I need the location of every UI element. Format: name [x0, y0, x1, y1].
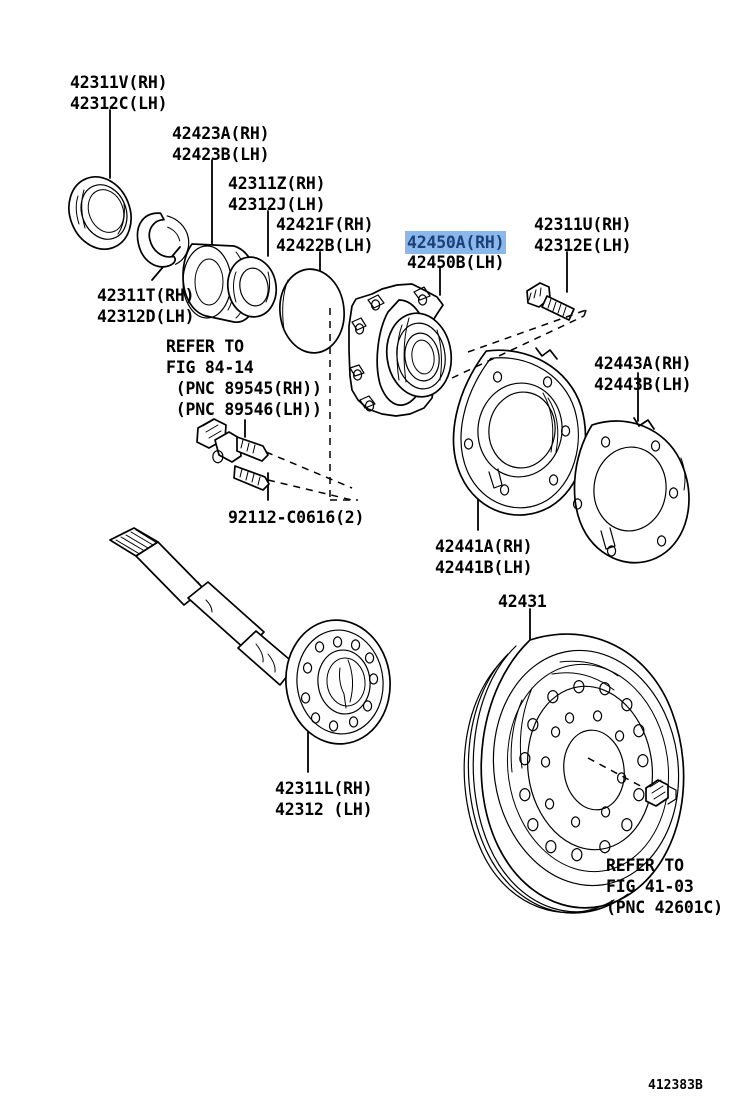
part-label-42311T: 42311T(RH)	[97, 286, 195, 305]
part-label-42450A[interactable]: 42450A(RH)	[405, 231, 507, 254]
part-label-42311U: 42312E(LH)	[534, 236, 632, 255]
part-42431-brake-disc	[463, 633, 685, 914]
part-label-42311L: 42312 (LH)	[275, 800, 373, 819]
part-42450A-hub-bearing-assembly	[348, 283, 453, 417]
part-label-42450B: 42450B(LH)	[407, 253, 505, 272]
part-label-92112-C0616: 92112-C0616(2)	[228, 508, 365, 527]
part-label-refer-41-03: (PNC 42601C)	[606, 898, 723, 917]
part-label-42311V: 42311V(RH)	[70, 73, 168, 92]
part-label-42441A: 42441A(RH)	[435, 537, 533, 556]
part-label-refer-84-14: (PNC 89546(LH))	[166, 400, 322, 419]
part-label-refer-84-14: FIG 84-14	[166, 358, 254, 377]
assembly-guide-lines	[265, 308, 587, 501]
part-label-refer-41-03: FIG 41-03	[606, 877, 694, 896]
part-label-42311T: 42312D(LH)	[97, 307, 195, 326]
part-42311V-oil-seal	[68, 176, 132, 250]
part-label-42443A: 42443A(RH)	[594, 354, 692, 373]
part-label-42311Z: 42312J(LH)	[228, 195, 326, 214]
part-label-42423A: 42423B(LH)	[172, 145, 270, 164]
part-label-42311U: 42311U(RH)	[534, 215, 632, 234]
part-42441A-backing-plate	[452, 347, 587, 516]
part-label-42441A: 42441B(LH)	[435, 558, 533, 577]
part-42443A-gasket-plate	[572, 417, 690, 564]
part-rotor-screw	[587, 757, 677, 807]
part-label-42311L: 42311L(RH)	[275, 779, 373, 798]
part-label-refer-41-03: REFER TO	[606, 856, 684, 875]
part-42311T-snap-ring	[136, 212, 190, 268]
part-label-refer-84-14: REFER TO	[166, 337, 244, 356]
part-label-42421F: 42422B(LH)	[276, 236, 374, 255]
part-42421F-seal-cap	[279, 268, 345, 354]
part-label-42423A: 42423A(RH)	[172, 124, 270, 143]
part-label-42443A: 42443B(LH)	[594, 375, 692, 394]
part-abs-speed-sensor	[196, 418, 270, 491]
part-42311Z-seal-ring	[226, 256, 278, 318]
part-label-refer-84-14: (PNC 89545(RH))	[166, 379, 322, 398]
part-label-42311V: 42312C(LH)	[70, 94, 168, 113]
part-label-42421F: 42421F(RH)	[276, 215, 374, 234]
part-42311L-axle-shaft	[109, 527, 391, 745]
figure-code: 412383B	[648, 1078, 703, 1093]
part-label-42311Z: 42311Z(RH)	[228, 174, 326, 193]
part-42311U-bolt	[526, 282, 575, 321]
part-label-42431: 42431	[498, 592, 547, 611]
